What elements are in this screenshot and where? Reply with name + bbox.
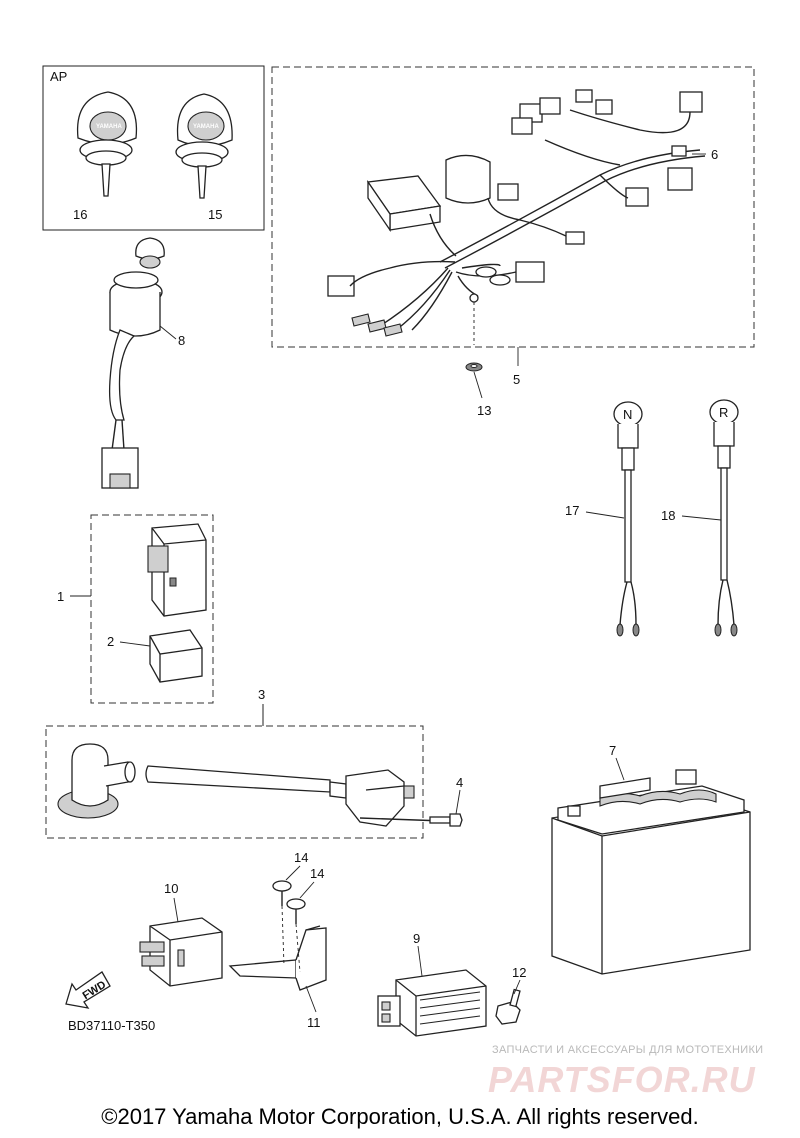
callout-15: 15	[208, 207, 222, 222]
leader-4	[455, 789, 461, 815]
ap-group-label: AP	[50, 69, 67, 84]
callout-14-a: 14	[294, 850, 308, 865]
callout-3: 3	[258, 687, 265, 702]
callout-18: 18	[661, 508, 675, 523]
callout-8: 8	[178, 333, 185, 348]
leader-8	[159, 325, 177, 340]
watermark-brand: PARTSFOR.RU	[488, 1059, 756, 1100]
key-15-drawing: YAMAHA	[175, 93, 233, 199]
neutral-switch-17: N	[613, 401, 643, 637]
callout-16: 16	[73, 207, 87, 222]
wire-harness-group	[271, 66, 755, 348]
callout-5: 5	[513, 372, 520, 387]
watermark-tagline: ЗАПЧАСТИ И АКСЕССУАРЫ ДЛЯ МОТОТЕХНИКИ	[492, 1044, 763, 1056]
callout-17: 17	[565, 503, 579, 518]
leader-17	[585, 511, 625, 519]
screws-14	[272, 880, 306, 973]
callout-4: 4	[456, 775, 463, 790]
bracket-11	[228, 925, 327, 991]
main-switch-8	[101, 237, 165, 489]
leader-9	[417, 945, 423, 977]
ap-key-group: AP YAMAHA YAMAHA 16 15	[42, 65, 265, 231]
callout-14-b: 14	[310, 866, 324, 881]
callout-12: 12	[512, 965, 526, 980]
fwd-arrow-icon: FWD	[65, 971, 111, 1009]
leader-13	[473, 371, 483, 399]
leader-11	[305, 985, 317, 1013]
callout-2: 2	[107, 634, 114, 649]
leader-14a	[285, 865, 301, 881]
washer-13	[465, 362, 483, 372]
callout-7: 7	[609, 743, 616, 758]
battery-7	[551, 769, 751, 975]
leader-7	[615, 757, 625, 781]
leader-10	[173, 897, 179, 923]
neutral-switch-label: N	[623, 407, 632, 422]
reverse-switch-18: R	[709, 399, 739, 637]
copyright-notice: ©2017 Yamaha Motor Corporation, U.S.A. A…	[101, 1104, 699, 1129]
svg-text:YAMAHA: YAMAHA	[96, 124, 122, 130]
leader-14b	[299, 881, 315, 899]
cdi-group	[90, 514, 214, 704]
callout-1: 1	[57, 589, 64, 604]
svg-text:YAMAHA: YAMAHA	[193, 124, 219, 130]
leader-18	[681, 515, 722, 521]
callout-13: 13	[477, 403, 491, 418]
ignition-coil-group	[45, 704, 445, 839]
bolt-4	[429, 813, 463, 827]
relay-10	[139, 917, 223, 987]
leader-2	[119, 641, 151, 647]
callout-11: 11	[307, 1015, 321, 1030]
callout-6: 6	[711, 147, 718, 162]
bolt-12	[495, 988, 521, 1025]
leader-12	[513, 979, 521, 995]
callout-10: 10	[164, 881, 178, 896]
callout-9: 9	[413, 931, 420, 946]
key-16-drawing: YAMAHA	[76, 91, 138, 197]
reverse-switch-label: R	[719, 405, 728, 420]
diagram-code: BD37110-T350	[68, 1018, 155, 1033]
rectifier-regulator-9	[377, 969, 487, 1037]
